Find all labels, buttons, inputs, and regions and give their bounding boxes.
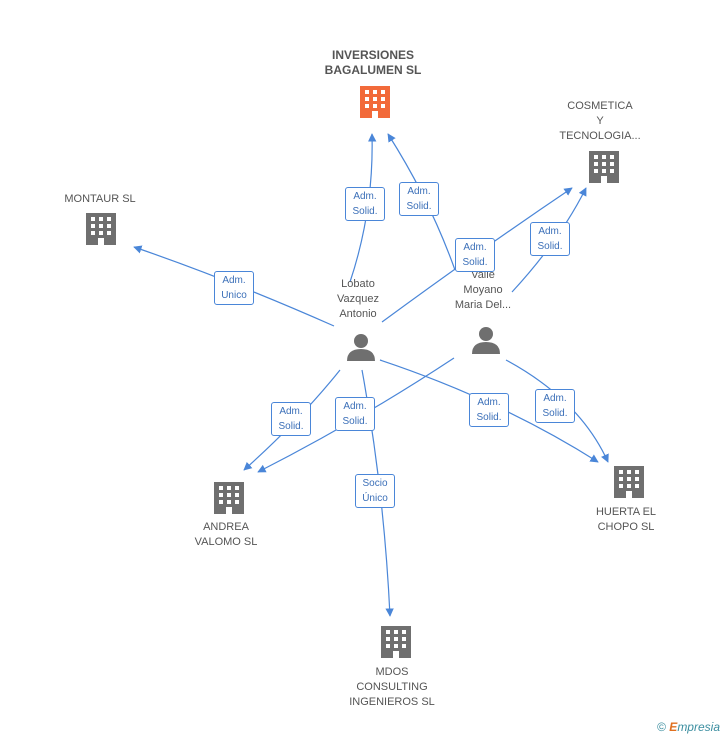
edge-label-valle-huerta[interactable]: Adm. Solid. bbox=[535, 389, 575, 423]
edge-role-line: Unico bbox=[221, 290, 247, 301]
edge-role-line: Solid. bbox=[406, 201, 432, 212]
edge-label-lobato-inversiones[interactable]: Adm. Solid. bbox=[345, 187, 385, 221]
edge-role-line: Solid. bbox=[537, 241, 563, 252]
person-label-valle[interactable]: Valle Moyano Maria Del... bbox=[443, 268, 523, 313]
company-label-huerta[interactable]: HUERTA EL CHOPO SL bbox=[576, 505, 676, 535]
company-label-inversiones[interactable]: INVERSIONES BAGALUMEN SL bbox=[313, 48, 433, 78]
company-name-line: COSMETICA bbox=[567, 100, 633, 112]
edge-role-line: Adm. bbox=[538, 226, 562, 237]
brand-name: mpresia bbox=[677, 720, 720, 734]
edge-role-line: Solid. bbox=[342, 416, 368, 427]
edge-role-line: Socio bbox=[362, 478, 388, 489]
edge-role-line: Adm. bbox=[543, 393, 567, 404]
edge-role-line: Adm. bbox=[463, 242, 487, 253]
company-name-line: INGENIEROS SL bbox=[349, 696, 435, 708]
building-icon-andrea bbox=[214, 482, 244, 514]
edge-label-lobato-cosmetica[interactable]: Adm. Solid. bbox=[455, 238, 495, 272]
edge-role-line: Solid. bbox=[278, 421, 304, 432]
edge-role-line: Adm. bbox=[407, 186, 431, 197]
company-label-cosmetica[interactable]: COSMETICA Y TECNOLOGIA... bbox=[550, 99, 650, 144]
company-name-line: Y bbox=[596, 115, 604, 127]
building-icon-inversiones bbox=[360, 86, 390, 118]
edge-role-line: Solid. bbox=[476, 412, 502, 423]
edge-label-valle-andrea[interactable]: Adm. Solid. bbox=[335, 397, 375, 431]
edge-label-valle-inversiones[interactable]: Adm. Solid. bbox=[399, 182, 439, 216]
company-label-mdos[interactable]: MDOS CONSULTING INGENIEROS SL bbox=[332, 665, 452, 710]
edge-role-line: Adm. bbox=[222, 275, 246, 286]
company-label-montaur[interactable]: MONTAUR SL bbox=[50, 192, 150, 207]
edge-role-line: Adm. bbox=[353, 191, 377, 202]
building-icon-mdos bbox=[381, 626, 411, 658]
company-name-line: MDOS bbox=[375, 666, 409, 678]
company-name-line: CONSULTING bbox=[356, 681, 428, 693]
company-label-andrea[interactable]: ANDREA VALOMO SL bbox=[176, 520, 276, 550]
company-name-line: BAGALUMEN SL bbox=[324, 63, 422, 77]
edge-role-line: Adm. bbox=[477, 397, 501, 408]
person-name-line: Moyano bbox=[463, 284, 503, 296]
building-icon-cosmetica bbox=[589, 151, 619, 183]
edge-label-lobato-mdos[interactable]: Socio Único bbox=[355, 474, 395, 508]
copyright-symbol: © bbox=[657, 720, 666, 734]
edge-role-line: Adm. bbox=[343, 401, 367, 412]
edge-role-line: Solid. bbox=[542, 408, 568, 419]
edge-role-line: Solid. bbox=[462, 257, 488, 268]
building-icon-montaur bbox=[86, 213, 116, 245]
footer-brand: © Empresia bbox=[657, 720, 720, 734]
person-name-line: Vazquez bbox=[337, 293, 379, 305]
company-name-line: CHOPO SL bbox=[597, 521, 655, 533]
person-name-line: Valle bbox=[471, 269, 495, 281]
brand-logo-e: E bbox=[669, 720, 678, 734]
company-name-line: INVERSIONES bbox=[331, 48, 415, 62]
building-icon-huerta bbox=[614, 466, 644, 498]
person-icon-lobato bbox=[347, 334, 375, 361]
person-label-lobato[interactable]: Lobato Vazquez Antonio bbox=[318, 277, 398, 322]
edge-label-lobato-huerta[interactable]: Adm. Solid. bbox=[469, 393, 509, 427]
edge-role-line: Único bbox=[362, 493, 388, 504]
edge-role-line: Solid. bbox=[352, 206, 378, 217]
company-name-line: HUERTA EL bbox=[595, 506, 657, 518]
edge-label-valle-cosmetica[interactable]: Adm. Solid. bbox=[530, 222, 570, 256]
person-name-line: Maria Del... bbox=[454, 299, 512, 311]
company-name-line: MONTAUR SL bbox=[64, 193, 136, 205]
edge-role-line: Adm. bbox=[279, 406, 303, 417]
company-name-line: VALOMO SL bbox=[194, 536, 258, 548]
person-name-line: Lobato bbox=[341, 278, 375, 290]
company-name-line: ANDREA bbox=[203, 521, 249, 533]
edge-label-lobato-andrea[interactable]: Adm. Solid. bbox=[271, 402, 311, 436]
edge-label-lobato-montaur[interactable]: Adm. Unico bbox=[214, 271, 254, 305]
person-name-line: Antonio bbox=[339, 308, 377, 320]
person-icon-valle bbox=[472, 327, 500, 354]
company-name-line: TECNOLOGIA... bbox=[559, 130, 641, 142]
